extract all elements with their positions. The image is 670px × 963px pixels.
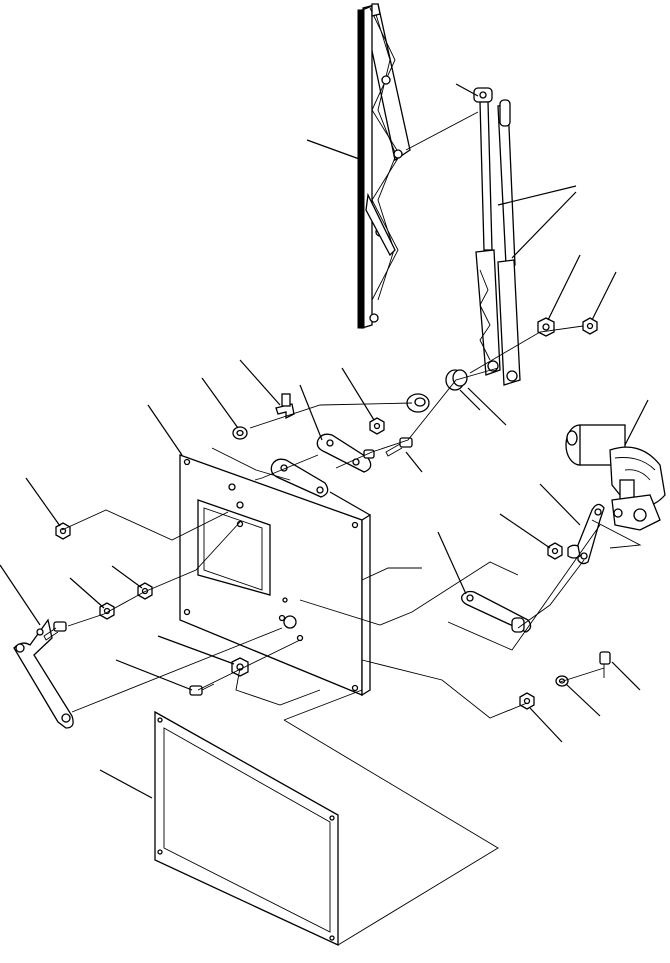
wiper-blade-icon: [357, 3, 411, 329]
bolt-icon: [43, 437, 611, 696]
elbow-fitting-icon: [275, 393, 295, 420]
assembly-guide-lines: [61, 111, 642, 946]
washer-icon: [232, 426, 569, 687]
wiper-arm-icon: [473, 87, 521, 386]
leader-lines: [0, 83, 649, 799]
plate-icon: [179, 454, 371, 697]
pivot-link-icon: [13, 618, 74, 729]
gasket-icon: [154, 710, 339, 947]
link-rod-icon: [461, 590, 532, 633]
lever-icon: [567, 503, 605, 565]
bushing-icon: [445, 369, 468, 391]
link-plate-icon: [270, 433, 372, 498]
motor-icon: [565, 424, 666, 531]
